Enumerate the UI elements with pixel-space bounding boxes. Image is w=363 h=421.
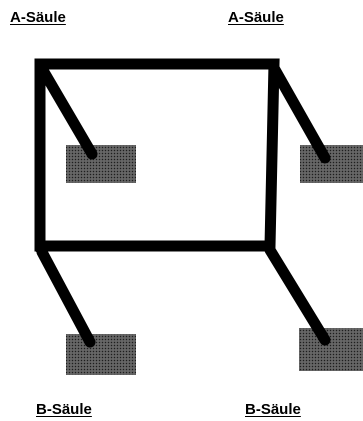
strut-bottom-left [42, 252, 90, 342]
block-top-left [66, 145, 136, 183]
block-bottom-left [66, 334, 136, 375]
strut-top-left [44, 72, 92, 154]
strut-bottom-right [270, 250, 325, 340]
strut-top-right [274, 68, 325, 158]
block-top-right [300, 145, 363, 183]
block-bottom-right [299, 328, 363, 371]
